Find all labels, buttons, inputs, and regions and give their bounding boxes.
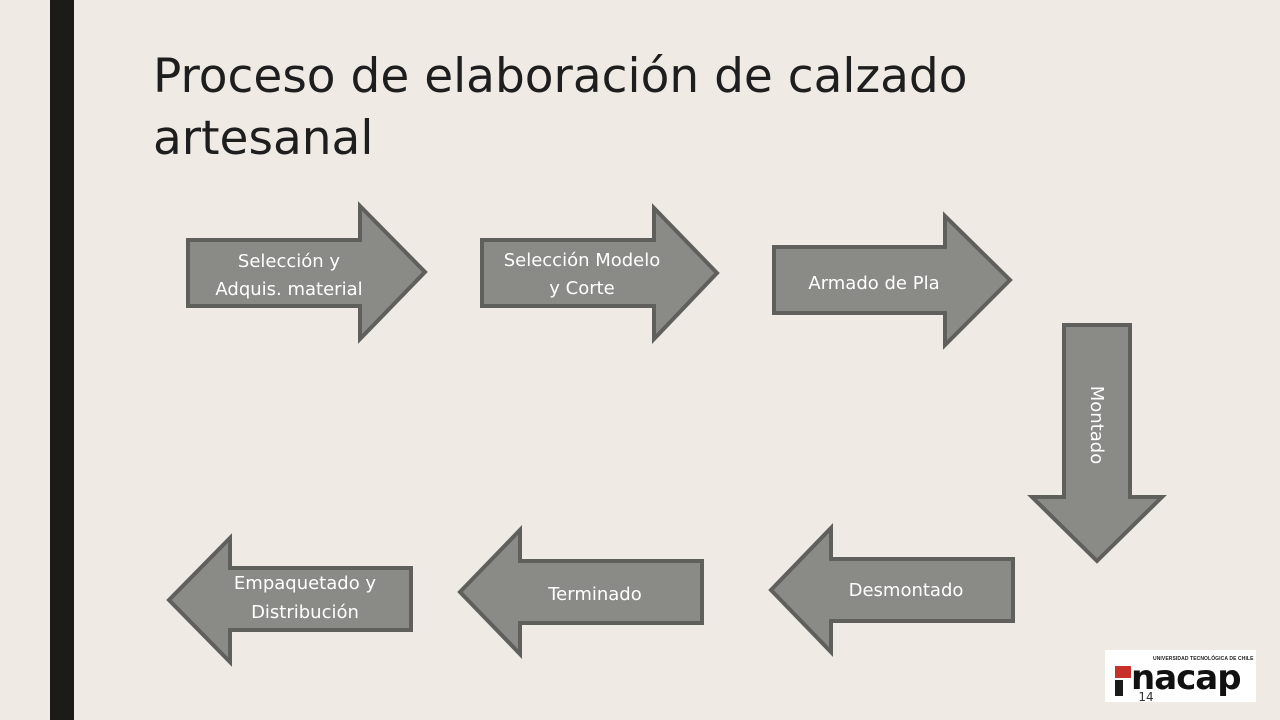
step-label-line: Empaquetado y xyxy=(234,573,377,594)
arrow-left-shape xyxy=(457,525,704,659)
arrow-right-shape xyxy=(480,203,720,344)
slide-title: Proceso de elaboración de calzado artesa… xyxy=(153,49,968,166)
arrow-right-shape xyxy=(772,211,1013,350)
step-label-line: Armado de Pla xyxy=(808,273,939,294)
step-arrow-seleccion-adquisicion: Selección y Adquis. material xyxy=(186,201,428,344)
step-label-line: Montado xyxy=(1086,386,1107,464)
arrow-left-shape xyxy=(166,533,413,667)
step-arrow-armado: Armado de Pla xyxy=(772,211,1013,350)
arrow-down-shape xyxy=(1027,323,1167,564)
step-arrow-desmontado: Desmontado xyxy=(768,523,1015,657)
logo-wordmark: nacap xyxy=(1131,658,1242,698)
step-arrow-montado: Montado xyxy=(1027,323,1167,564)
step-label-line: Desmontado xyxy=(849,580,964,601)
step-label-line: y Corte xyxy=(549,278,615,299)
step-label-line: Selección y xyxy=(238,251,341,272)
step-label-line: Terminado xyxy=(547,584,642,605)
step-arrow-seleccion-modelo: Selección Modelo y Corte xyxy=(480,203,720,344)
page-number: 14 xyxy=(1138,690,1154,704)
step-label-line: Selección Modelo xyxy=(504,250,661,271)
step-label-line: Adquis. material xyxy=(215,279,362,300)
logo-tagline: UNIVERSIDAD TECNOLÓGICA DE CHILE xyxy=(1153,656,1254,662)
side-accent-bar xyxy=(50,0,74,720)
inacap-logo: UNIVERSIDAD TECNOLÓGICA DE CHILE nacap xyxy=(1105,650,1256,702)
step-label-line: Distribución xyxy=(251,602,359,623)
step-arrow-empaquetado: Empaquetado y Distribución xyxy=(166,533,413,667)
arrow-left-shape xyxy=(768,523,1015,657)
logo-i-mark-icon xyxy=(1115,666,1141,696)
arrow-right-shape xyxy=(186,201,428,344)
step-arrow-terminado: Terminado xyxy=(457,525,704,659)
